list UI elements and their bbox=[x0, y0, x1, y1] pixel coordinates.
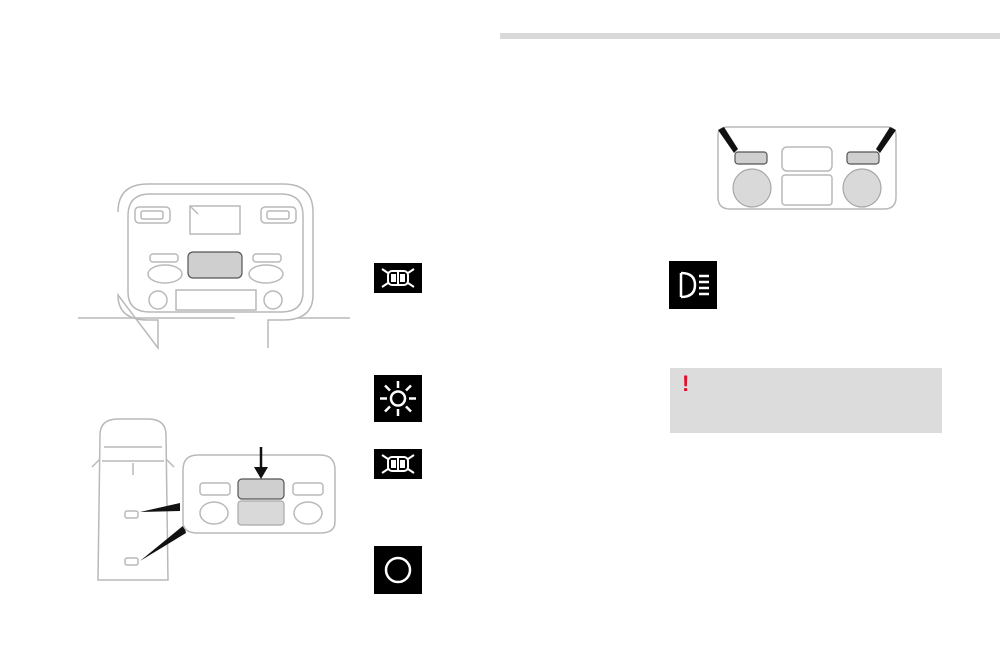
section-divider-rule bbox=[500, 33, 1000, 39]
headlamp-beam-icon bbox=[669, 261, 717, 309]
sun-lamp-on-icon bbox=[374, 375, 422, 422]
car-doors-open-icon bbox=[374, 263, 422, 293]
warning-exclamation-icon: ! bbox=[682, 371, 690, 396]
vehicle-top-view-illustration bbox=[88, 415, 348, 587]
warning-box: ! bbox=[670, 368, 942, 433]
circle-lamp-off-icon bbox=[374, 546, 422, 594]
car-doors-open-icon bbox=[374, 449, 422, 479]
roof-console-illustration bbox=[78, 180, 353, 351]
reading-lamps-illustration bbox=[712, 125, 902, 215]
